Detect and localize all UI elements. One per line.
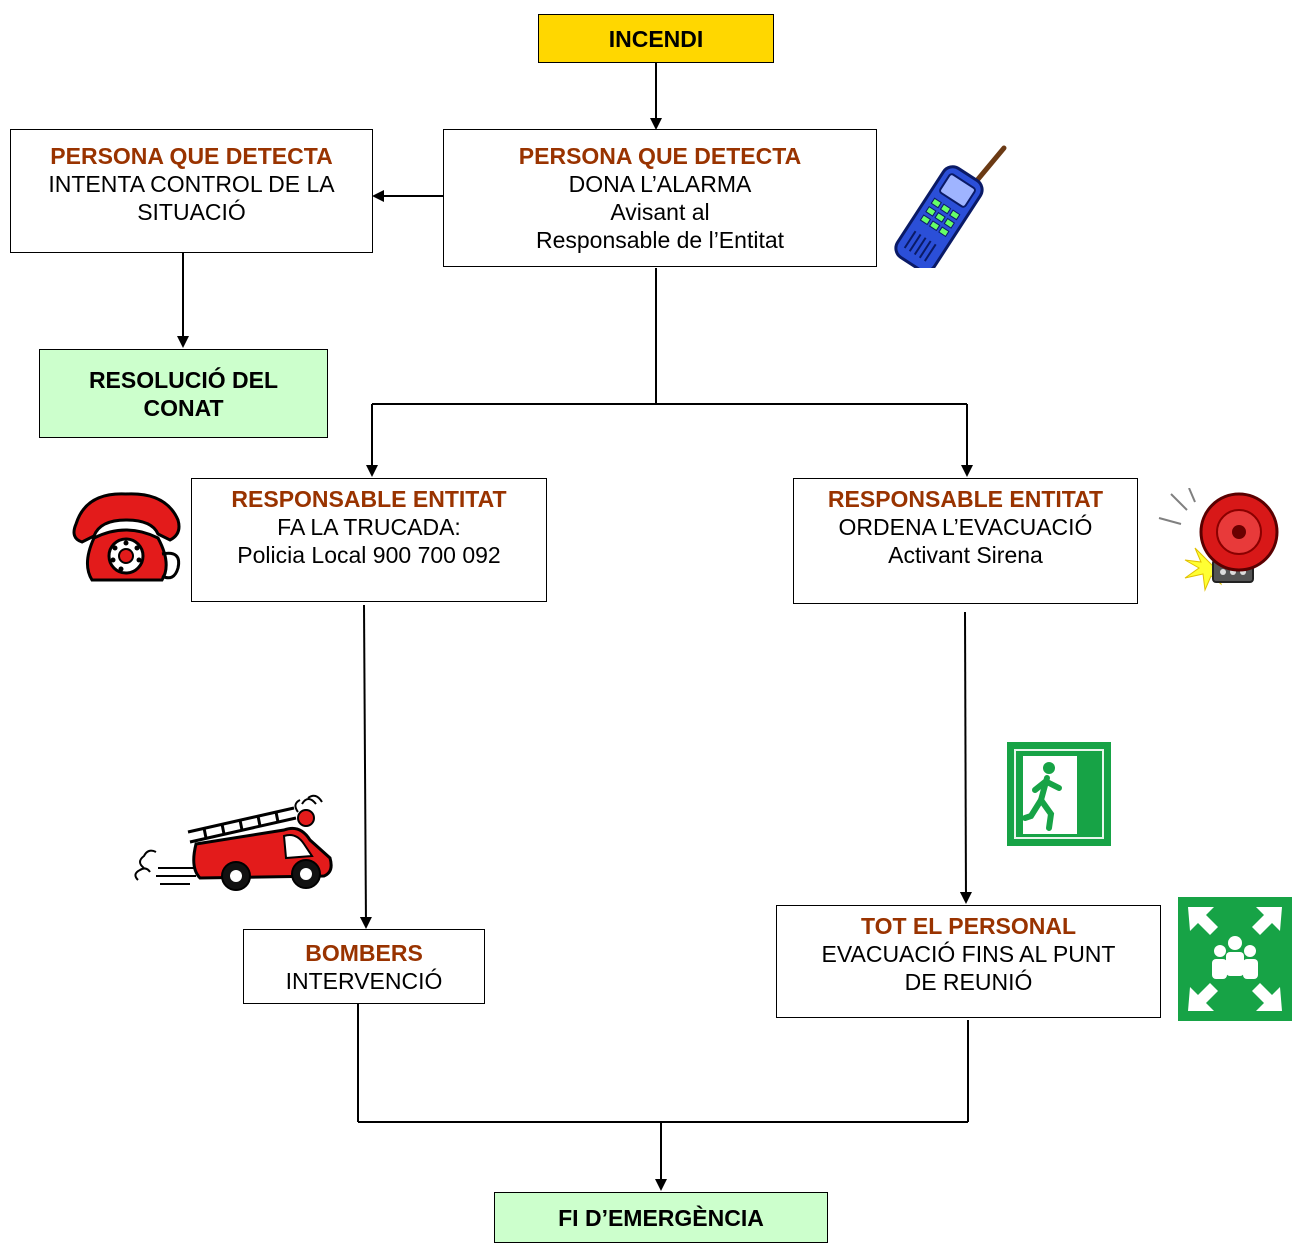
emergency-exit-icon: [1007, 742, 1111, 846]
bombers-role: BOMBERS: [305, 939, 423, 966]
mobile-phone-icon: [894, 145, 1007, 268]
node-resp-evac: RESPONSABLE ENTITAT ORDENA L’EVACUACIÓ A…: [793, 478, 1138, 604]
node-fi: FI D’EMERGÈNCIA: [494, 1192, 828, 1243]
arrow-call-to-bombers: [359, 604, 372, 929]
node-incendi: INCENDI: [538, 14, 774, 63]
node-detect-alarm: PERSONA QUE DETECTA DONA L’ALARMA Avisan…: [443, 129, 877, 267]
assembly-point-icon: [1178, 897, 1292, 1021]
resolucio-line-2: CONAT: [143, 394, 224, 421]
resp-evac-line-1: ORDENA L’EVACUACIÓ: [838, 514, 1093, 540]
node-detect-control: PERSONA QUE DETECTA INTENTA CONTROL DE L…: [10, 129, 373, 253]
personal-role: TOT EL PERSONAL: [860, 913, 1077, 939]
detect-control-role: PERSONA QUE DETECTA: [50, 143, 333, 169]
fire-truck-icon: [134, 794, 333, 891]
detect-alarm-role: PERSONA QUE DETECTA: [518, 143, 802, 169]
alarm-bell-icon: [1158, 488, 1279, 592]
node-bombers: BOMBERS INTERVENCIÓ: [243, 929, 485, 1004]
resp-call-role: RESPONSABLE ENTITAT: [231, 486, 507, 512]
detect-alarm-line-2: Avisant al: [610, 199, 710, 225]
resp-call-line-2: Policia Local 900 700 092: [237, 542, 501, 568]
personal-line-2: DE REUNIÓ: [904, 969, 1033, 995]
detect-alarm-line-3: Responsable de l’Entitat: [535, 227, 785, 253]
detect-control-line-2: SITUACIÓ: [137, 199, 246, 225]
detect-control-line-1: INTENTA CONTROL DE LA: [48, 171, 335, 197]
personal-line-1: EVACUACIÓ FINS AL PUNT: [821, 941, 1116, 967]
node-personal: TOT EL PERSONAL EVACUACIÓ FINS AL PUNT D…: [776, 905, 1161, 1018]
resp-evac-role: RESPONSABLE ENTITAT: [827, 486, 1104, 512]
resolucio-line-1: RESOLUCIÓ DEL: [88, 366, 279, 393]
arrow-evac-to-personal: [959, 611, 972, 904]
resp-call-line-1: FA LA TRUCADA:: [277, 514, 461, 540]
detect-alarm-line-1: DONA L’ALARMA: [568, 171, 752, 197]
bombers-line-1: INTERVENCIÓ: [285, 967, 443, 994]
node-resp-call: RESPONSABLE ENTITAT FA LA TRUCADA: Polic…: [191, 478, 547, 602]
fi-label: FI D’EMERGÈNCIA: [558, 1204, 764, 1231]
resp-evac-line-2: Activant Sirena: [888, 542, 1043, 568]
node-resolucio: RESOLUCIÓ DEL CONAT: [39, 349, 328, 438]
red-telephone-icon: [72, 492, 181, 582]
incendi-label: INCENDI: [608, 25, 704, 52]
